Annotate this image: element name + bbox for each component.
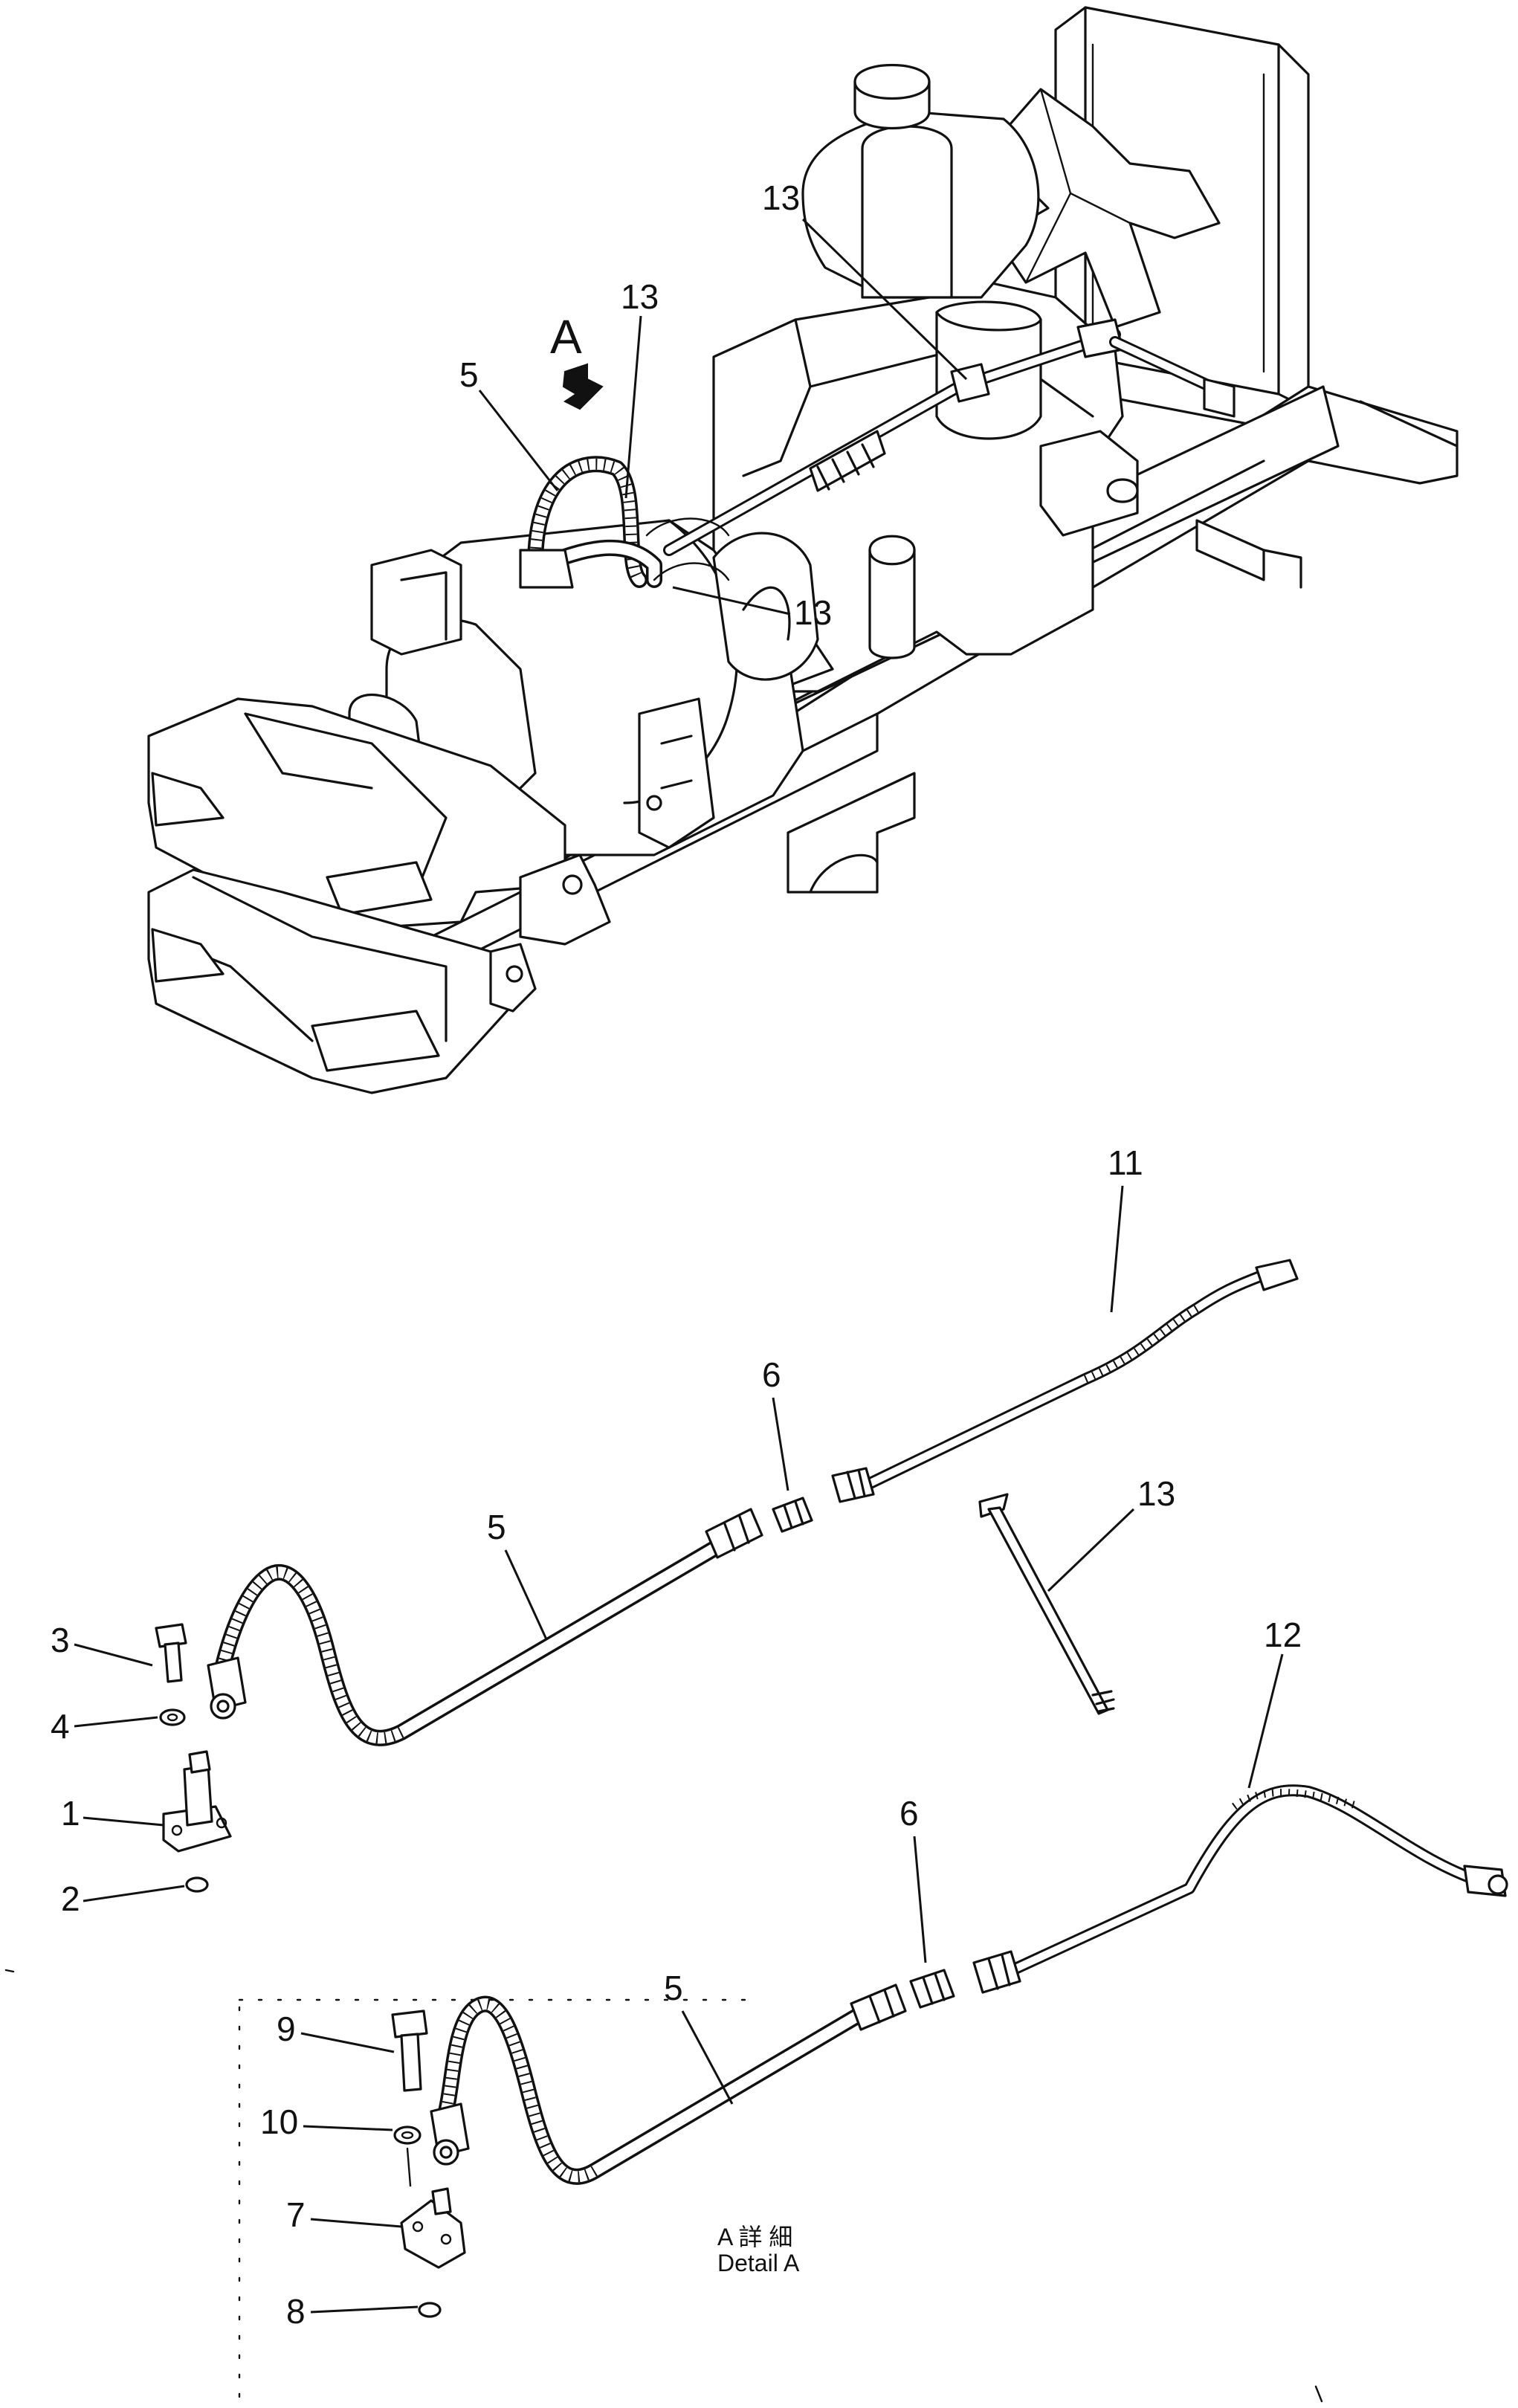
hose-assembly-upper bbox=[155, 1259, 1299, 1893]
callout-2: 2 bbox=[61, 1879, 80, 1918]
callout-1: 1 bbox=[61, 1794, 80, 1833]
counterweights bbox=[147, 697, 566, 1094]
view-arrow-a: A bbox=[550, 310, 604, 410]
callout-13-machine-a: 13 bbox=[621, 277, 659, 316]
hose-5-upper bbox=[215, 1523, 752, 1746]
detail-caption-jp: A 詳 細 bbox=[717, 2224, 792, 2250]
machine-assembly: A bbox=[147, 6, 1459, 1094]
hose-assembly-lower bbox=[391, 1784, 1508, 2318]
parts-callouts: 11 6 13 5 3 4 1 2 12 6 5 9 10 7 8 bbox=[51, 1143, 1302, 2331]
machine-hoses bbox=[519, 318, 1236, 589]
view-arrow-icon bbox=[562, 363, 604, 410]
callout-5-machine: 5 bbox=[459, 355, 479, 394]
callout-13-machine-c: 13 bbox=[794, 593, 832, 632]
bolt-3 bbox=[155, 1623, 187, 1648]
detail-caption-en: Detail A bbox=[717, 2250, 800, 2276]
stray-mark bbox=[1314, 2385, 1323, 2403]
o-ring-8 bbox=[418, 2302, 442, 2318]
callout-13-parts: 13 bbox=[1137, 1474, 1175, 1513]
detail-frame bbox=[238, 1998, 760, 2408]
tube-11-nut-end bbox=[1255, 1259, 1299, 1291]
callout-5-lower: 5 bbox=[664, 1969, 683, 2007]
rear-brackets bbox=[370, 549, 462, 656]
callout-3: 3 bbox=[51, 1621, 70, 1659]
callout-4: 4 bbox=[51, 1707, 70, 1746]
callout-11: 11 bbox=[1108, 1143, 1143, 1182]
bolt-9 bbox=[391, 2010, 428, 2039]
flange-7 bbox=[400, 2199, 466, 2269]
view-label-a: A bbox=[550, 310, 582, 364]
detail-caption: A 詳 細 Detail A bbox=[717, 2224, 800, 2276]
o-ring-2 bbox=[185, 1876, 209, 1893]
callout-12: 12 bbox=[1264, 1615, 1302, 1654]
callout-7: 7 bbox=[286, 2195, 306, 2234]
callout-8: 8 bbox=[286, 2292, 306, 2331]
washer-4 bbox=[159, 1708, 186, 1726]
hitch-brackets bbox=[489, 853, 611, 1013]
tie-strap-13 bbox=[978, 1493, 1115, 1715]
callout-6-lower: 6 bbox=[900, 1794, 919, 1833]
callout-6-upper: 6 bbox=[762, 1355, 781, 1394]
washer-10 bbox=[393, 2125, 422, 2145]
callout-13-machine-b: 13 bbox=[762, 178, 800, 217]
callout-5-upper: 5 bbox=[487, 1508, 506, 1546]
callout-10: 10 bbox=[260, 2102, 298, 2141]
callout-9: 9 bbox=[277, 2010, 296, 2048]
machine-callouts: 5 13 13 13 bbox=[459, 178, 968, 632]
air-cleaner bbox=[801, 64, 1042, 440]
stray-mark bbox=[4, 1969, 15, 1973]
